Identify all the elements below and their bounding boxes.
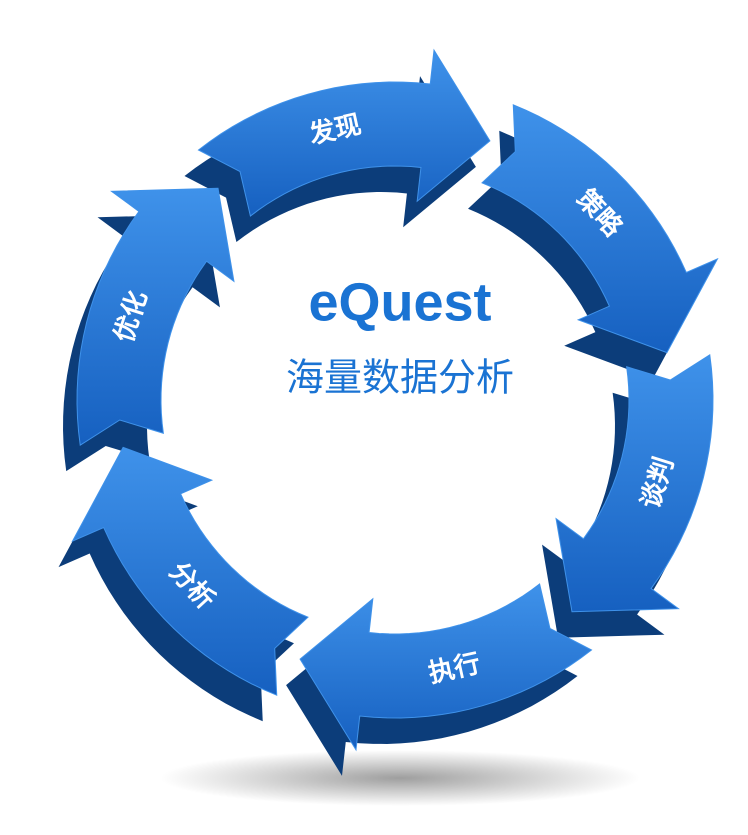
center-subtitle: 海量数据分析	[286, 356, 514, 400]
arrow-strategy	[481, 104, 719, 354]
arrow-faces	[71, 48, 719, 752]
arrow-analyze	[71, 446, 309, 696]
arrow-negotiate	[555, 353, 714, 613]
arrow-execute	[299, 583, 593, 752]
ground-shadow	[160, 750, 640, 806]
arrow-discover	[197, 48, 491, 217]
center-title: eQuest	[308, 272, 491, 332]
arrow-optimize	[76, 187, 235, 447]
